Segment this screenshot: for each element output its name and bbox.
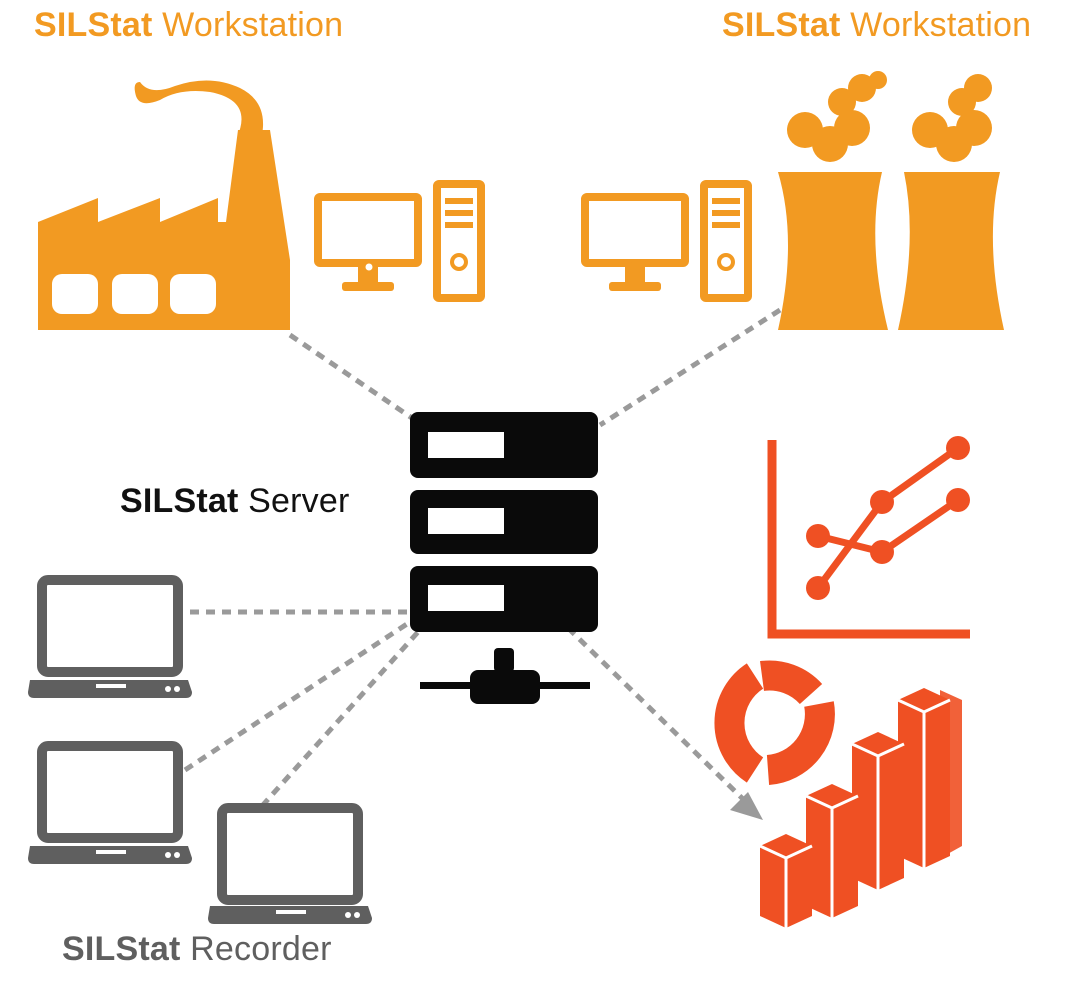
bar-chart-3d-edges bbox=[759, 698, 951, 928]
connectors bbox=[183, 307, 782, 808]
connector-towers-server bbox=[598, 307, 782, 428]
factory-icon bbox=[38, 80, 290, 330]
workstation-left-label: SILStat Workstation bbox=[34, 6, 344, 44]
workstation-right-label: SILStat Workstation bbox=[722, 6, 1032, 44]
desktop-details-left bbox=[342, 198, 473, 291]
recorder-label: SILStat Recorder bbox=[62, 930, 332, 968]
connector-laptop3-server bbox=[260, 630, 420, 808]
connector-factory-server bbox=[288, 332, 414, 421]
line-chart-icon bbox=[767, 436, 970, 639]
laptop-icon bbox=[28, 741, 192, 864]
network-connector-icon bbox=[420, 648, 590, 704]
donut-chart-icon bbox=[714, 660, 835, 785]
laptop-icon bbox=[208, 803, 372, 924]
server-label: SILStat Server bbox=[120, 482, 350, 520]
connector-laptop2-server bbox=[183, 619, 412, 773]
server-rack-icon bbox=[410, 412, 598, 632]
cooling-towers-icon bbox=[778, 71, 1004, 330]
laptop-icon bbox=[28, 575, 192, 698]
arrow-icon bbox=[730, 792, 763, 820]
desktop-details-right bbox=[609, 198, 740, 291]
bar-chart-3d-icon bbox=[760, 688, 962, 928]
